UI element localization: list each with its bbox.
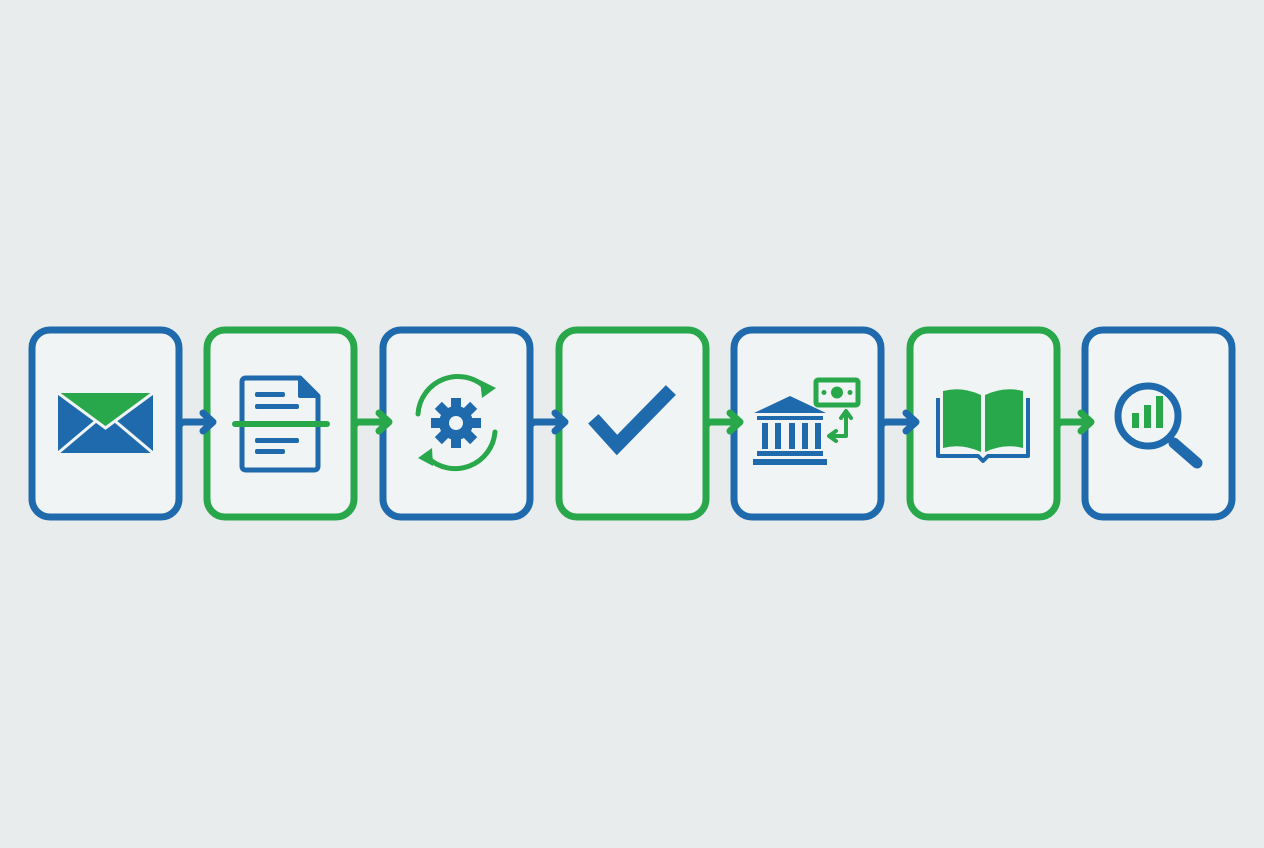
bank-money-transfer-icon — [753, 377, 861, 465]
document-scan-icon — [232, 375, 330, 473]
bank-icon — [753, 396, 827, 465]
banknote-icon — [813, 377, 861, 408]
open-book-icon — [936, 389, 1030, 463]
connector-arrow-6-7 — [1053, 409, 1095, 446]
step-box-6 — [906, 326, 1061, 521]
gear-cycle-icon — [415, 373, 498, 472]
transfer-arrows-icon — [827, 409, 853, 443]
connector-arrow-2-3 — [350, 409, 393, 446]
connector-arrow-3-4 — [526, 409, 569, 446]
connector-arrow-5-6 — [877, 409, 920, 446]
checkmark-icon — [588, 385, 676, 456]
connector-arrow-1-2 — [175, 409, 217, 446]
envelope-icon — [57, 391, 154, 455]
connector-arrow-4-5 — [702, 409, 744, 446]
magnifier-chart-icon — [1114, 382, 1203, 469]
